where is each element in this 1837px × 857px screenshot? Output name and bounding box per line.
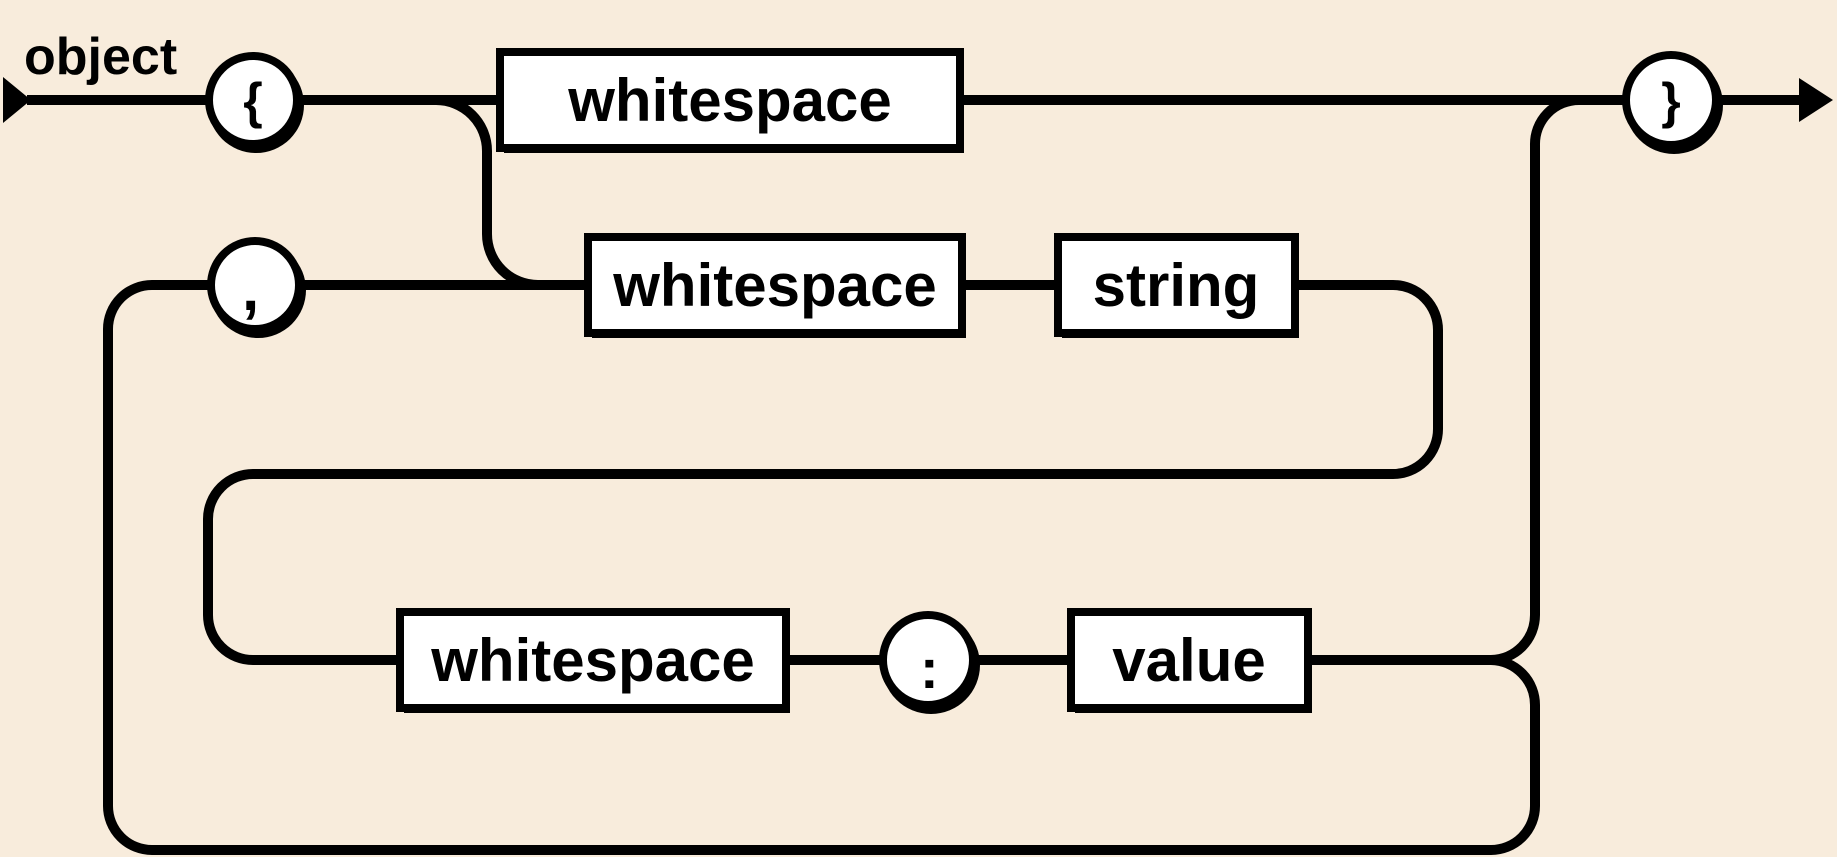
comma-circle [207, 237, 303, 333]
open-brace-icon: { [243, 73, 262, 129]
terminal-open-brace: { [205, 52, 304, 153]
terminal-colon: : [879, 611, 980, 714]
comma-icon: , [242, 255, 259, 324]
value-box [1067, 608, 1312, 712]
whitespace-pair-box [584, 233, 966, 337]
open-brace-circle [205, 52, 301, 148]
whitespace-top-box [496, 48, 964, 152]
string-label: string [1093, 252, 1260, 319]
wire-junction-up-to-exit [1490, 95, 1580, 665]
nonterminal-whitespace-value: whitespace [396, 608, 790, 713]
connector-wires [27, 95, 1802, 855]
terminal-close-brace: } [1622, 51, 1723, 154]
nonterminal-value: value [1067, 608, 1312, 713]
nonterminal-whitespace-top: whitespace [496, 48, 964, 153]
wire-repeat-loop [103, 280, 1540, 855]
whitespace-pair-label: whitespace [612, 252, 936, 319]
nonterminal-string: string [1054, 233, 1299, 338]
wire-branch-row1-to-row2 [435, 95, 539, 290]
value-label: value [1112, 627, 1265, 694]
whitespace-value-label: whitespace [430, 627, 754, 694]
close-brace-circle [1622, 51, 1720, 149]
colon-circle [879, 611, 977, 709]
end-arrow-icon [1799, 78, 1833, 122]
colon-icon: : [920, 637, 939, 700]
whitespace-value-box [396, 608, 790, 712]
wire-string-wrap-to-row4 [203, 280, 1443, 665]
whitespace-top-label: whitespace [567, 67, 891, 134]
rule-name-label: object [24, 28, 177, 86]
close-brace-icon: } [1661, 73, 1680, 129]
terminal-comma: , [207, 237, 306, 338]
string-box [1054, 233, 1299, 337]
start-arrow-icon [3, 77, 31, 123]
nonterminal-whitespace-pair: whitespace [584, 233, 966, 338]
